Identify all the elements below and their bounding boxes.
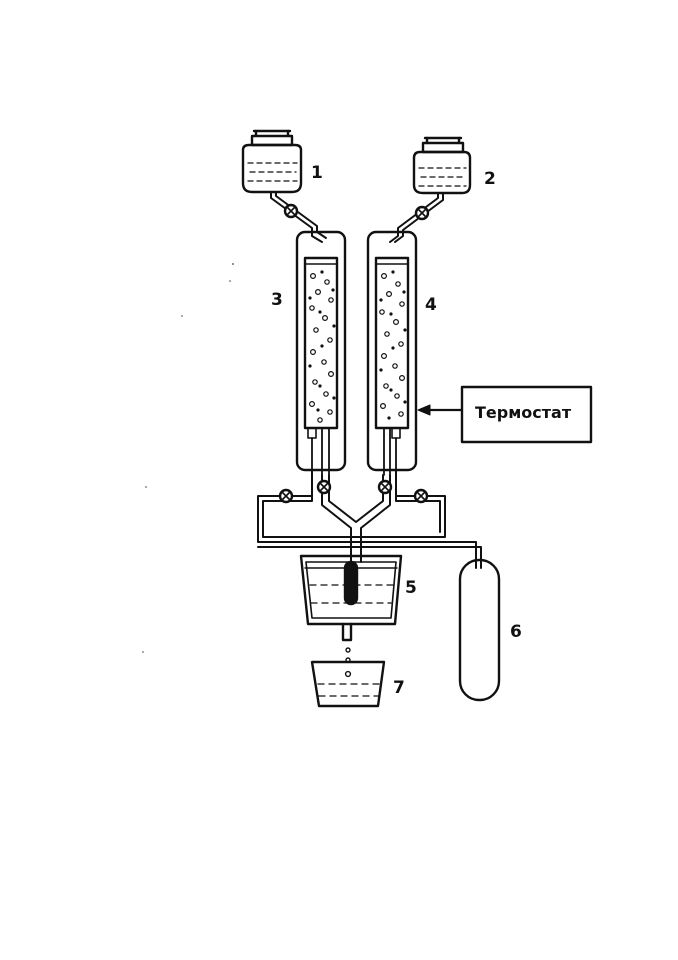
thermostat-label: Термостат [475, 403, 572, 422]
label-column-4: 4 [425, 295, 437, 315]
label-reservoir-1: 1 [311, 163, 323, 183]
valve-icon[interactable] [413, 488, 429, 504]
bead-packing [308, 270, 336, 423]
label-column-3: 3 [271, 290, 283, 310]
label-collector-7: 7 [393, 678, 405, 698]
column-3 [295, 230, 347, 476]
valve-icon[interactable] [377, 479, 393, 495]
valve-icon[interactable] [283, 203, 299, 219]
column-4 [366, 230, 418, 476]
collector-7 [310, 660, 386, 708]
feed-tube-1 [270, 191, 327, 243]
valve-icon[interactable] [414, 205, 430, 221]
reservoir-1 [241, 129, 303, 194]
label-vessel-5: 5 [405, 578, 417, 598]
label-cylinder-6: 6 [510, 622, 522, 642]
label-reservoir-2: 2 [484, 169, 496, 189]
thermostat-box [417, 385, 593, 444]
bead-packing [379, 270, 407, 420]
scan-specks [142, 263, 234, 653]
vessel-5 [299, 554, 403, 663]
jacket-circulation-tubes [257, 469, 482, 569]
valve-icon[interactable] [316, 479, 332, 495]
gas-cylinder-6 [458, 558, 501, 702]
reservoir-2 [412, 136, 472, 195]
valve-icon[interactable] [278, 488, 294, 504]
feed-tube-2 [389, 192, 444, 243]
